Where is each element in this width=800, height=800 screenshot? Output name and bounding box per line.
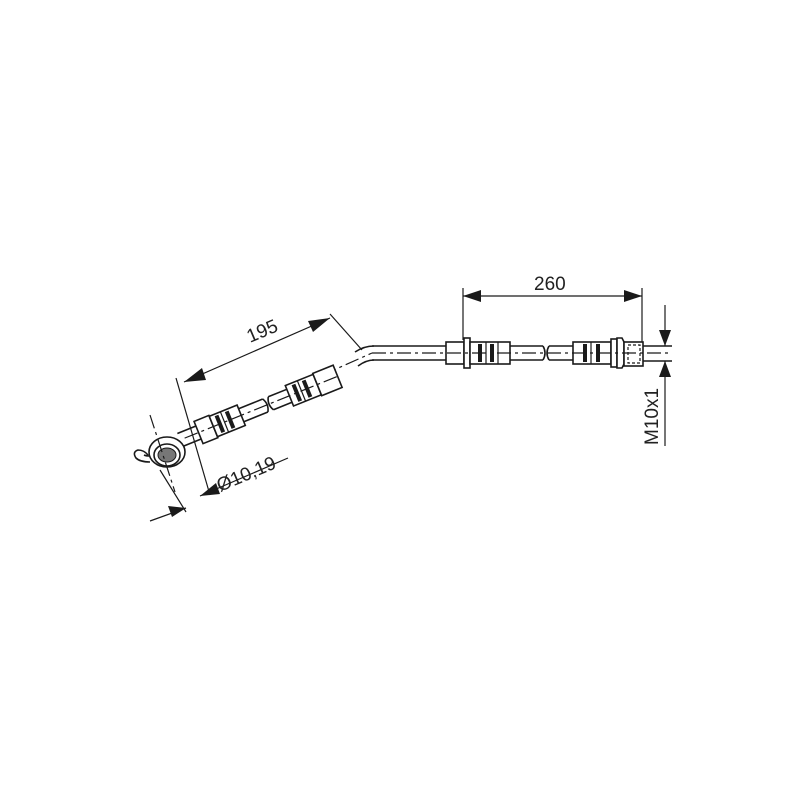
dimension-label-260: 260 (534, 274, 566, 295)
dimension-label-195: 195 (244, 316, 281, 348)
crimp-ferrule-mid (284, 364, 344, 408)
dimension-260: 260 (462, 274, 643, 342)
diagonal-section (177, 364, 344, 448)
dimension-thread: M10x1 (642, 305, 671, 446)
banjo-fitting (133, 414, 186, 493)
dimension-label-thread: M10x1 (642, 388, 663, 445)
straight-section (372, 337, 672, 369)
crimp-ferrule-left (193, 404, 247, 445)
dimension-label-diameter: Ø10,19 (214, 453, 280, 497)
threaded-end-fitting (623, 341, 672, 367)
dimension-195: 195 (175, 313, 363, 496)
